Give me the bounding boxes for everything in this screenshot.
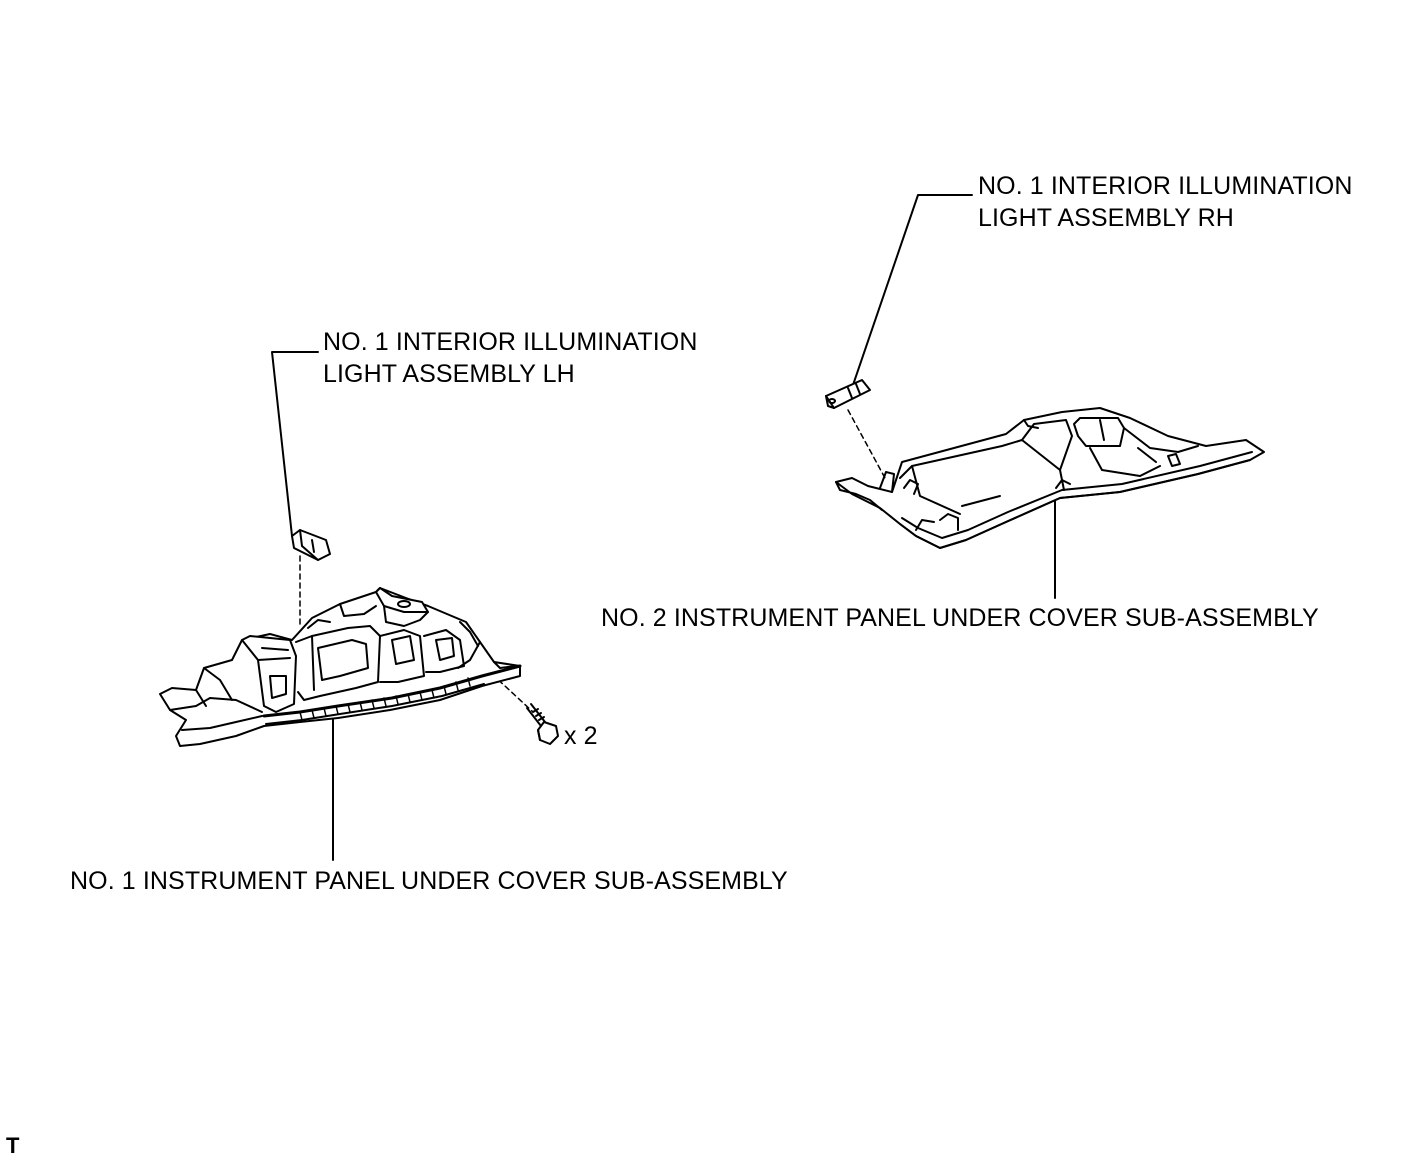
label-light-rh-line1: NO. 1 INTERIOR ILLUMINATION (978, 172, 1353, 200)
label-light-lh-line2: LIGHT ASSEMBLY LH (323, 360, 575, 388)
label-bolt-quantity: x 2 (564, 722, 598, 750)
bolt-icon (526, 703, 559, 745)
interior-light-rh-icon (825, 379, 871, 409)
interior-light-lh-icon (291, 529, 331, 561)
leader-light-lh (271, 351, 319, 537)
under-cover-no1-icon (159, 587, 522, 747)
corner-mark: T (6, 1133, 20, 1158)
label-light-lh-line1: NO. 1 INTERIOR ILLUMINATION (323, 328, 698, 356)
label-cover-no2: NO. 2 INSTRUMENT PANEL UNDER COVER SUB-A… (601, 604, 1319, 632)
leader-light-rh (852, 194, 973, 386)
label-cover-no1: NO. 1 INSTRUMENT PANEL UNDER COVER SUB-A… (70, 867, 788, 895)
label-light-rh-line2: LIGHT ASSEMBLY RH (978, 204, 1234, 232)
under-cover-no2-icon (835, 407, 1265, 549)
guide-dash-rh (847, 409, 886, 479)
